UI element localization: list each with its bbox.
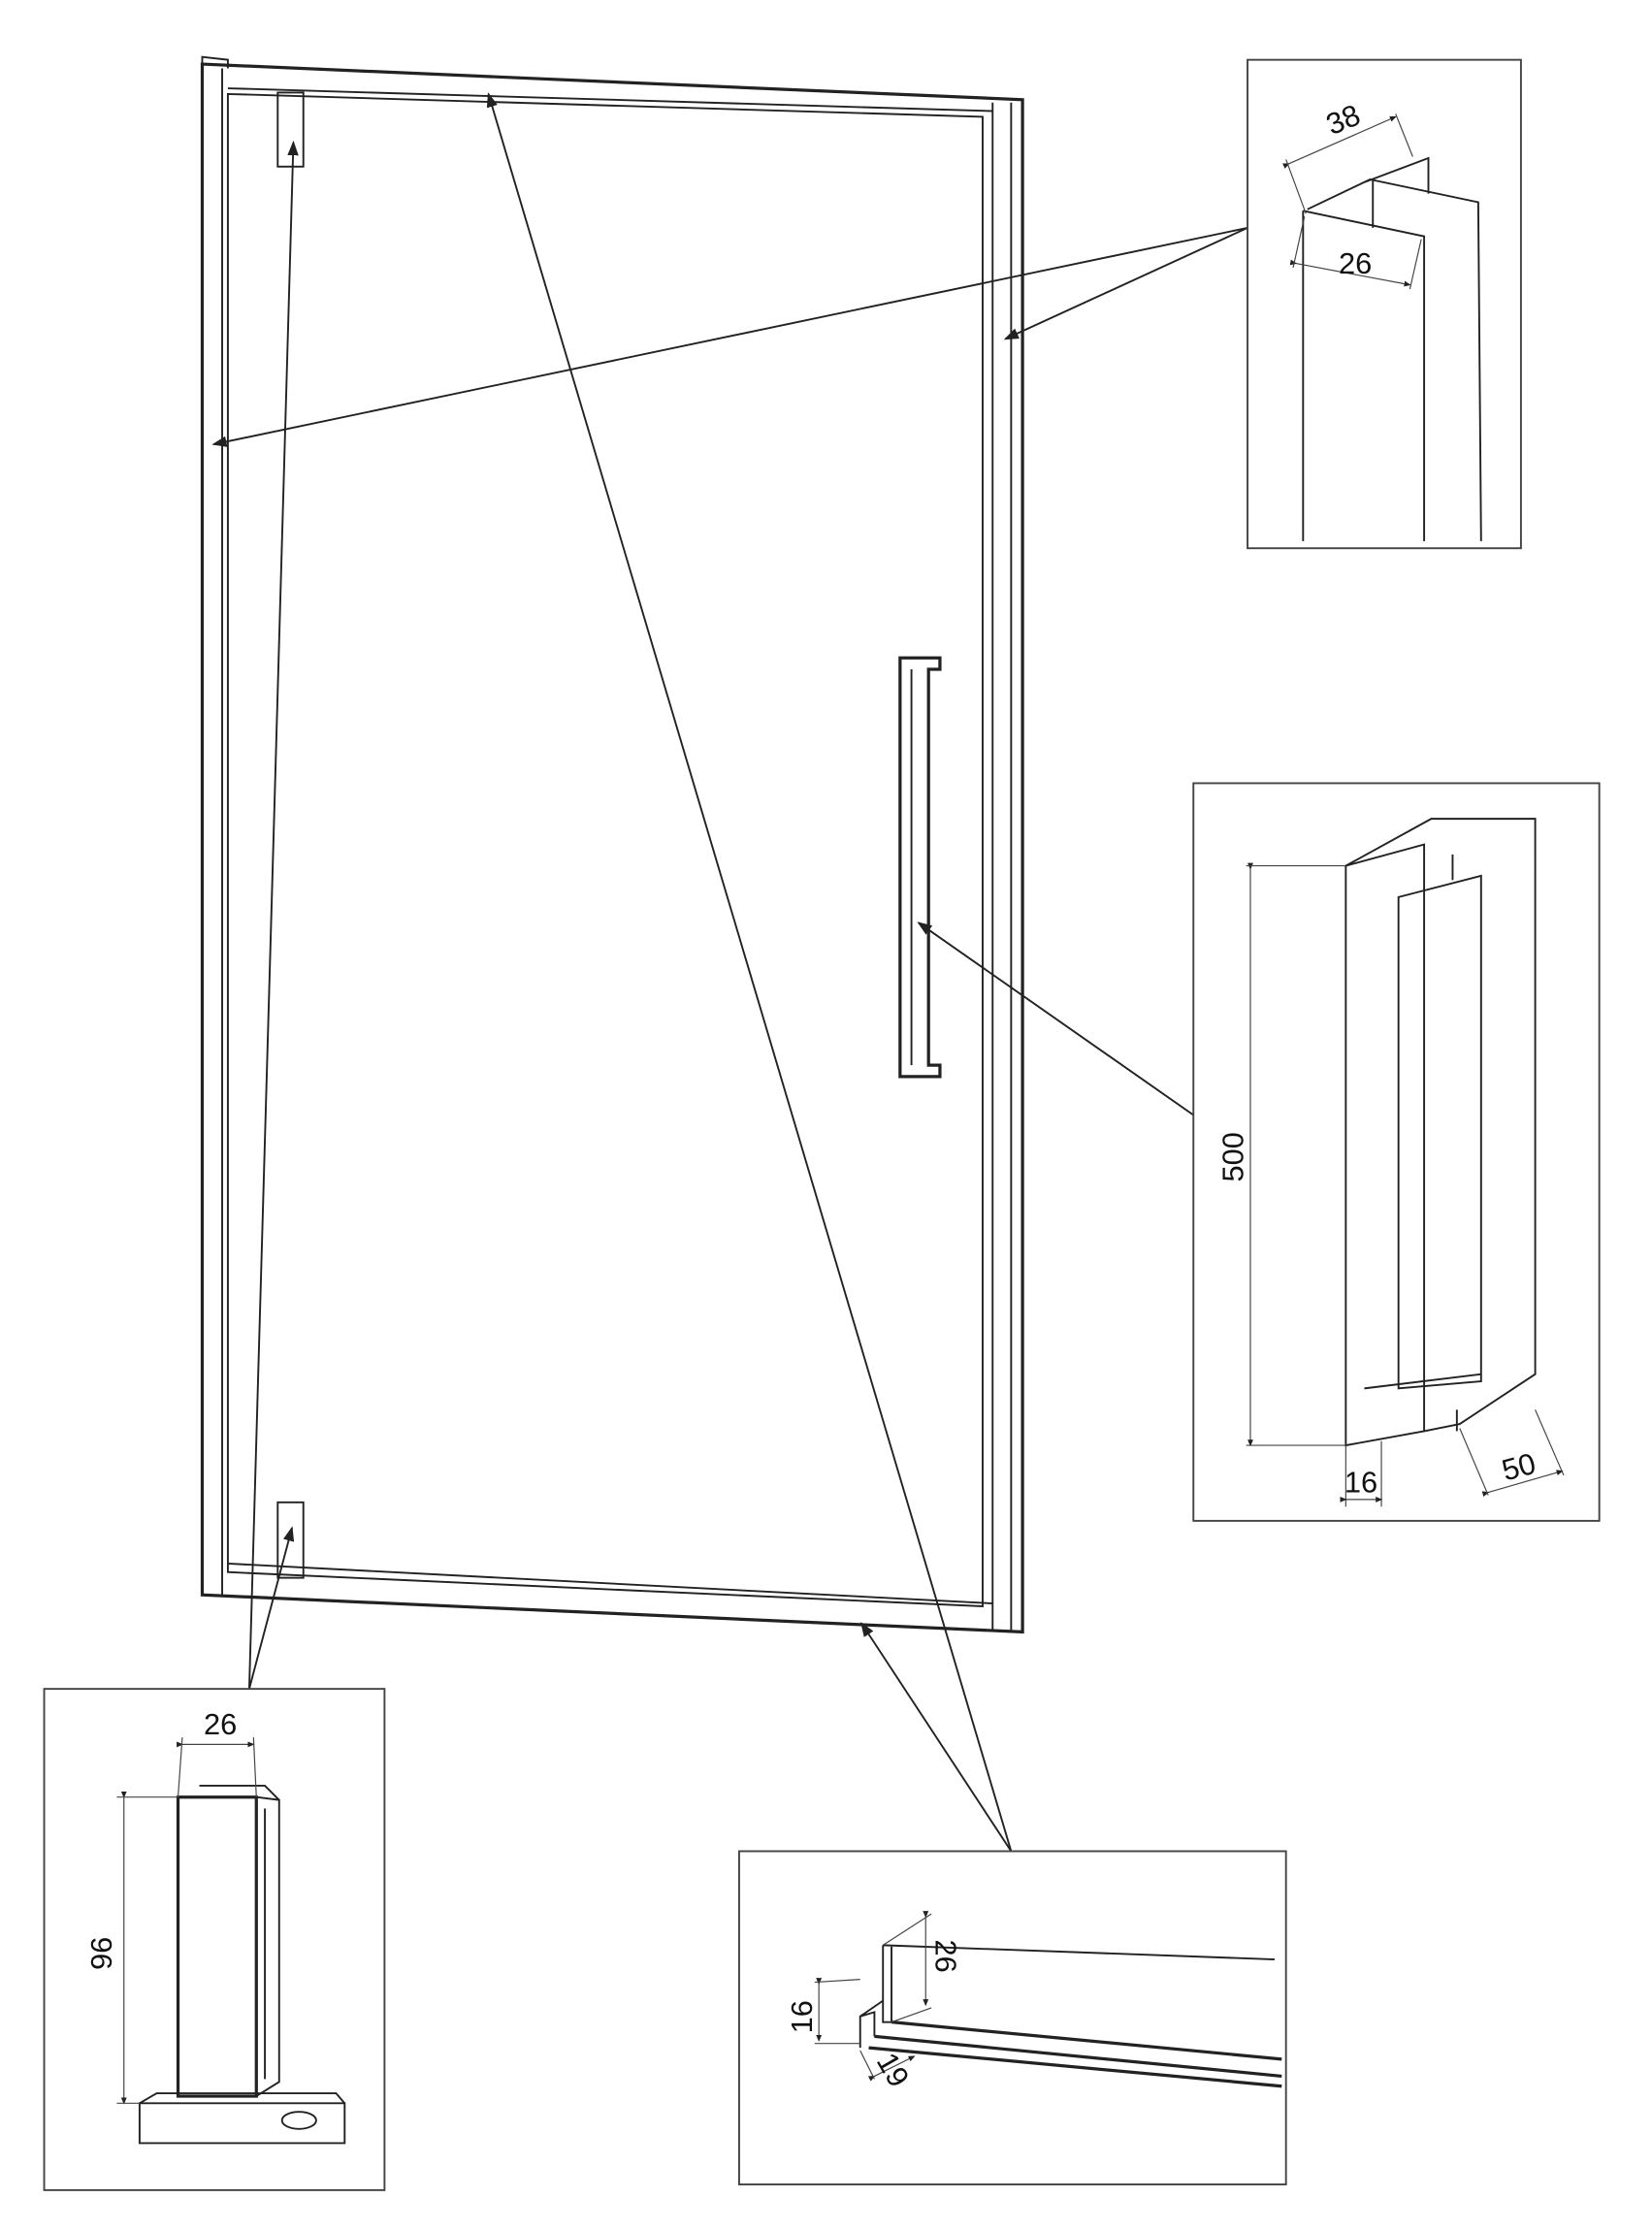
dim-26-hinge: 26 [204,1707,237,1741]
dim-96: 96 [84,1937,118,1970]
door-frame [200,55,1024,1634]
side-profile-detail: 38 26 [1247,58,1522,550]
hinge-detail: 26 96 [43,1688,386,2191]
dim-26-rail: 26 [929,1940,963,1973]
dim-16-rail: 16 [785,2000,819,2033]
top-hinge [276,91,305,168]
dim-50: 50 [1499,1446,1539,1488]
handle-detail: 500 16 50 [1192,782,1601,1522]
door-handle [898,656,942,1079]
bottom-hinge [276,1501,305,1579]
bottom-rail-detail: 26 16 19 [737,1850,1287,2185]
dim-26-profile: 26 [1339,246,1372,280]
dim-500: 500 [1216,1132,1250,1181]
leader-lines [211,92,1248,1853]
dim-16-handle: 16 [1344,1466,1377,1500]
